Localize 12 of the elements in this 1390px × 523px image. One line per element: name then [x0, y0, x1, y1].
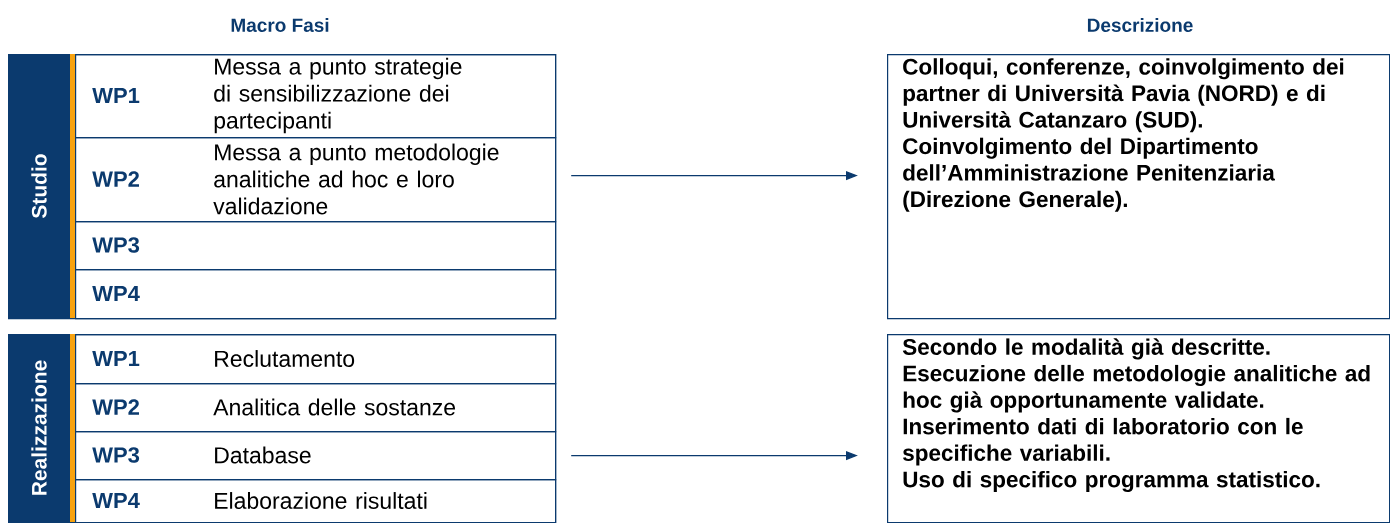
work-package-row: WP4 [75, 269, 557, 320]
work-package-row: WP4 Elaborazione risultati [75, 479, 557, 523]
work-package-row: WP1 Reclutamento [75, 334, 557, 385]
column-header: Descrizione [1087, 18, 1193, 32]
description-box: Colloqui, conferenze, coinvolgimento dei partner di Università Pavia (NORD) e di Università Catanzaro (SUD). Coinvolgimento del Dipartimento dell’Amministrazione Penitenziaria (Direzione Generale). [887, 54, 1390, 320]
work-package-row: WP3 Database [75, 431, 557, 481]
work-package-row: WP2 Messa a punto metodologie analitiche ad hoc e loro validazione [75, 137, 557, 223]
work-package-row: WP3 [75, 221, 557, 271]
column-header: Macro Fasi [231, 18, 329, 32]
work-package-row: WP1 Messa a punto strategie di sensibilizzazione dei partecipanti [75, 54, 557, 139]
work-package-row: WP2 Analitica delle sostanze [75, 383, 557, 433]
description-box: Secondo le modalità già descritte. Esecuzione delle metodologie analitiche ad hoc già opportunamente validate. Inserimento dati di laboratorio con le specifiche variabili. Uso di specifico programma statistico. [887, 334, 1390, 523]
